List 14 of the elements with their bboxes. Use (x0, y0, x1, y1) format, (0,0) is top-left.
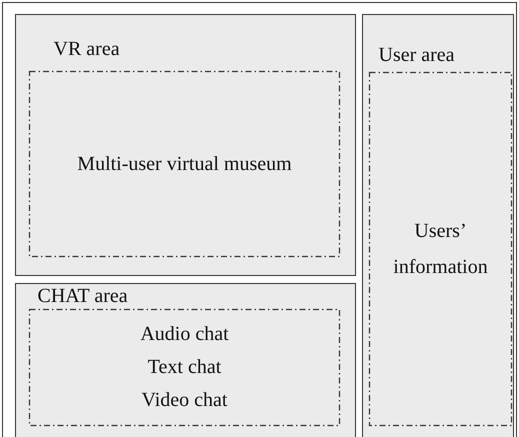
region-label: Users’ information (392, 219, 489, 280)
area-title: VR area (54, 36, 120, 60)
area-panel (14, 282, 356, 437)
dashed-region (369, 72, 512, 426)
region-label: Multi-user virtual museum (77, 152, 292, 177)
dashed-region (29, 71, 340, 257)
area-panel (362, 14, 514, 437)
region-label: Video chat (142, 388, 228, 413)
area-title: CHAT area (38, 284, 128, 308)
region-label: Audio chat (140, 322, 229, 347)
region-label: Text chat (148, 355, 222, 380)
area-panel (14, 14, 356, 276)
area-title: User area (378, 42, 455, 66)
dashed-region (29, 309, 340, 426)
